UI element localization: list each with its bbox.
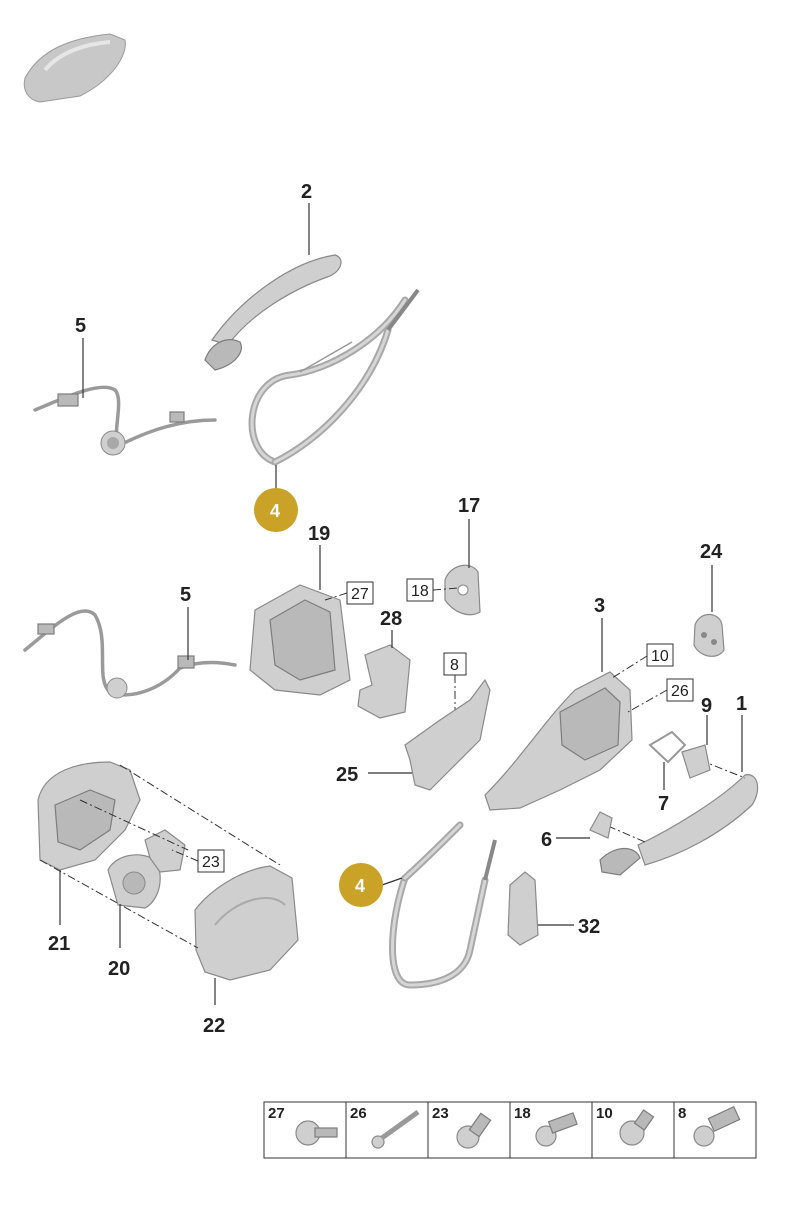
callout-22: 22 [203, 1015, 225, 1037]
screw-8-icon [693, 1105, 741, 1147]
svg-text:10: 10 [651, 648, 669, 665]
callout-2: 2 [301, 181, 312, 203]
svg-text:26: 26 [671, 683, 689, 700]
ref-box-18: 18 [406, 578, 434, 602]
callout-20: 20 [108, 958, 130, 980]
lock-cover [357, 644, 411, 719]
ref-box-27: 27 [346, 581, 374, 605]
callout-24: 24 [700, 541, 723, 563]
screw-18-icon [535, 1112, 578, 1147]
table-label-8: 8 [678, 1105, 686, 1122]
callout-9: 9 [701, 695, 712, 717]
table-label-26: 26 [350, 1105, 367, 1122]
cable-clip-block [507, 871, 539, 946]
lock-motor [107, 829, 186, 909]
callout-25: 25 [336, 764, 358, 786]
wiring-harness-top [33, 385, 217, 456]
highlight-callout-4-bottom: 4 [339, 863, 383, 907]
table-label-18: 18 [514, 1105, 531, 1122]
callout-5-middle: 5 [180, 584, 191, 606]
vehicle-thumbnail [23, 33, 126, 103]
striker-plate [444, 564, 481, 616]
svg-text:23: 23 [202, 854, 220, 871]
screw-10-icon [619, 1109, 655, 1146]
door-lock-unit [249, 584, 351, 696]
svg-text:4: 4 [270, 501, 280, 521]
svg-text:4: 4 [355, 876, 365, 896]
door-handle-top [204, 254, 342, 371]
lock-housing-cover [194, 865, 299, 981]
screw-23-icon [456, 1112, 492, 1149]
ref-box-26: 26 [666, 678, 694, 702]
screw-27-icon [295, 1120, 338, 1146]
table-label-27: 27 [268, 1105, 285, 1122]
ref-box-8: 8 [443, 652, 467, 676]
callout-3: 3 [594, 595, 605, 617]
door-handle-outer [599, 774, 759, 876]
callout-28: 28 [380, 608, 402, 630]
callout-32: 32 [578, 916, 600, 938]
bowden-cable-bottom [389, 821, 497, 989]
svg-text:18: 18 [411, 583, 429, 600]
handle-seal [589, 811, 613, 839]
bowden-cable-top [248, 288, 420, 466]
callout-7: 7 [658, 793, 669, 815]
svg-text:8: 8 [450, 657, 459, 674]
wiring-harness-middle [23, 609, 237, 699]
callout-21: 21 [48, 933, 70, 955]
callout-19: 19 [308, 523, 330, 545]
mounting-bracket [404, 678, 491, 791]
handle-end-cap [681, 744, 711, 779]
ref-box-23: 23 [197, 849, 225, 873]
handle-gasket [648, 730, 687, 764]
callout-5-top: 5 [75, 315, 86, 337]
callout-6: 6 [541, 829, 552, 851]
callout-17: 17 [458, 495, 480, 517]
lock-housing [37, 761, 141, 871]
fastener-table: 27 26 23 18 10 8 [263, 1101, 757, 1159]
highlight-callout-4-top: 4 [254, 488, 298, 532]
ref-box-10: 10 [646, 643, 674, 667]
callout-1: 1 [736, 693, 747, 715]
svg-text:27: 27 [351, 586, 369, 603]
table-label-10: 10 [596, 1105, 613, 1122]
lock-cylinder-cap [693, 613, 725, 657]
handle-carrier [484, 671, 633, 811]
pin-26-icon [371, 1109, 420, 1149]
table-label-23: 23 [432, 1105, 449, 1122]
